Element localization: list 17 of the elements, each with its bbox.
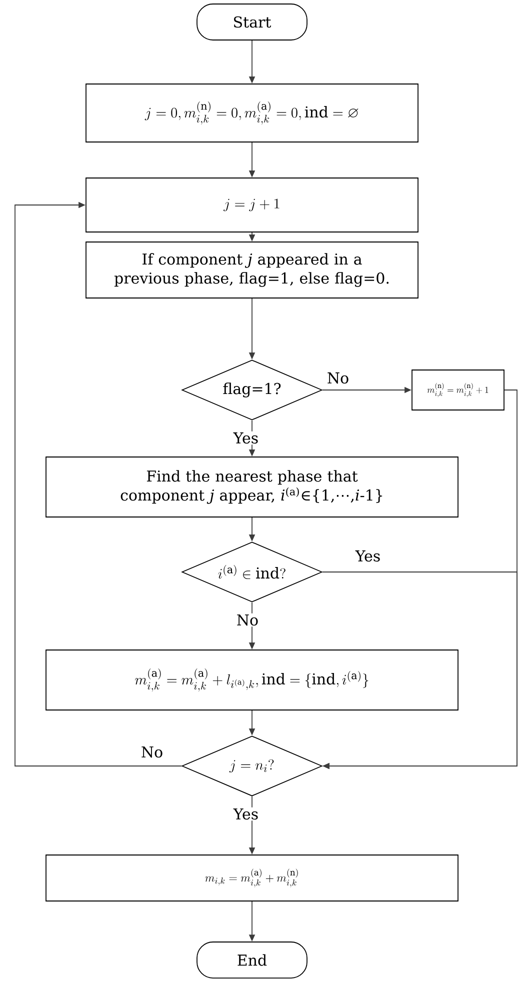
process-box: Find the nearest phase that componentj appear, i$^{(a)}$∈{1,⋯,i-1}: [46, 456, 458, 518]
edge-label: Yes: [232, 431, 260, 445]
start-terminal: Start: [196, 4, 308, 40]
process-box: $m_{i,k}^{(\mathrm{a})} = m_{i,k}^{(\mathrm{a})} + l_{i^{(\mathrm{a})},k}, \mathrm{ind} = \{\mathrm{ind}, i^{(\mathrm{a})}\}$: [46, 650, 458, 710]
edge-label: No: [326, 371, 350, 385]
end-terminal: End: [196, 942, 308, 978]
process-box: $j = 0, m_{i,k}^{(\mathrm{n})} = 0, m_{i,k}^{(\mathrm{a})} = 0, \mathrm{ind} = \varnothing$: [86, 84, 418, 142]
process-box: $j=j+1$: [86, 178, 418, 232]
process-box: $m_{i,k}^{(\mathrm{n})} = m_{i,k}^{(\mathrm{n})} + 1$: [412, 370, 504, 410]
arrow: [322, 572, 518, 770]
process-box: $m_{i,k} = m_{i,k}^{(\mathrm{a})} + m_{i,k}^{(\mathrm{n})}$: [46, 854, 458, 902]
edge-label: Yes: [232, 807, 260, 821]
arrow: [14, 202, 182, 766]
edge-label: No: [235, 613, 260, 627]
edge-label: No: [140, 745, 164, 759]
process-box: If componentj appeared in a previous phase, flag=1, else flag=0.: [86, 242, 418, 298]
edge-label: Yes: [354, 549, 382, 563]
